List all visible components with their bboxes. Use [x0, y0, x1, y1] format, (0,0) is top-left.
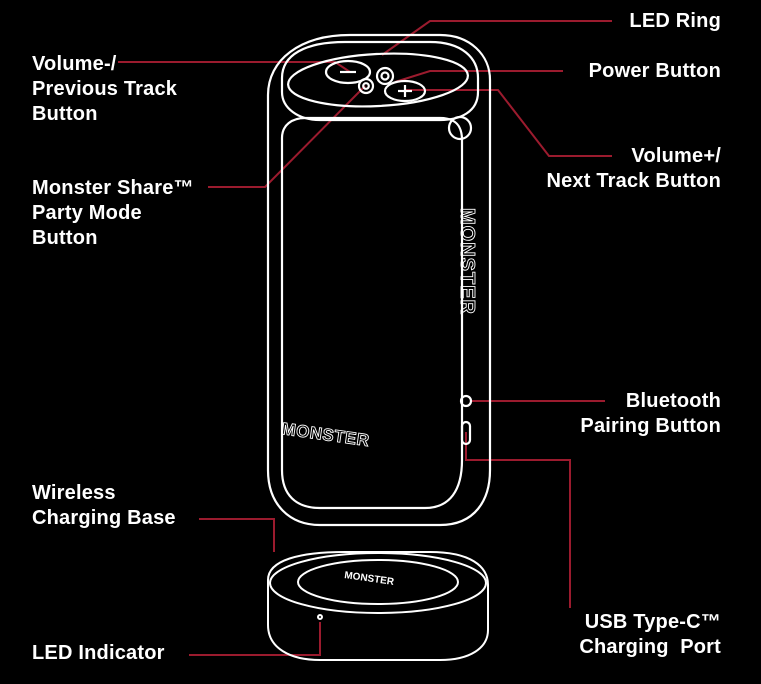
leader-usb	[465, 432, 571, 608]
leader-monster-share	[208, 85, 366, 188]
label-usb-port-line2: Charging Port	[579, 636, 721, 658]
usb-c-port	[460, 420, 472, 446]
volume-plus-button[interactable]	[383, 79, 427, 103]
led-indicator-dot	[317, 614, 323, 620]
label-volume-minus-line2: Previous Track	[32, 78, 178, 100]
lanyard-loop	[447, 115, 473, 141]
speaker-outer-shell	[266, 33, 492, 527]
leader-volume-plus	[405, 89, 612, 157]
share-icon	[362, 82, 370, 90]
base-pad	[297, 559, 459, 605]
side-brand-logo: MONSTER	[456, 208, 478, 315]
label-led-ring: LED Ring	[629, 9, 721, 34]
leader-lines	[118, 20, 612, 656]
label-usb-port-line1: USB Type-C™	[584, 611, 721, 633]
label-power-line: Power Button	[588, 60, 721, 82]
power-icon	[380, 71, 390, 81]
wireless-charging-base	[267, 551, 489, 661]
label-bluetooth-line2: Pairing Button	[580, 415, 721, 437]
speaker-front-panel	[280, 116, 464, 510]
label-volume-minus-line1: Volume-/	[32, 53, 117, 75]
led-ring	[287, 52, 469, 108]
label-monster-share-line1: Monster Share™	[32, 177, 194, 199]
label-led-indicator-line: LED Indicator	[32, 642, 165, 664]
base-top	[269, 552, 487, 614]
label-wireless-base-line1: Wireless	[32, 482, 116, 504]
volume-minus-button[interactable]	[324, 59, 372, 85]
base-brand-logo: MONSTER	[344, 570, 396, 588]
label-bluetooth-line1: Bluetooth	[625, 390, 721, 412]
label-wireless-base: Wireless Charging Base	[32, 481, 176, 531]
label-monster-share-line3: Button	[32, 227, 98, 249]
leader-led-ring	[381, 20, 612, 56]
speaker-body	[266, 33, 492, 527]
leader-wireless-base	[199, 518, 275, 552]
label-usb-port: USB Type-C™ Charging Port	[579, 610, 721, 660]
leader-led-indicator	[189, 622, 321, 656]
label-bluetooth: Bluetooth Pairing Button	[580, 389, 721, 439]
label-volume-plus: Volume+/ Next Track Button	[546, 144, 721, 194]
front-brand-logo: MONSTER	[280, 419, 370, 450]
base-outer	[267, 551, 489, 661]
leader-power	[394, 70, 563, 83]
label-led-ring-line: LED Ring	[629, 10, 721, 32]
label-volume-plus-line1: Volume+/	[631, 145, 721, 167]
label-power-button: Power Button	[589, 59, 721, 84]
monster-share-button[interactable]	[357, 77, 375, 95]
label-led-indicator: LED Indicator	[32, 641, 165, 666]
bluetooth-pairing-button[interactable]	[459, 394, 473, 408]
power-button[interactable]	[375, 66, 395, 86]
label-monster-share-line2: Party Mode	[32, 202, 142, 224]
speaker-top-cap	[280, 40, 480, 122]
label-volume-plus-line2: Next Track Button	[546, 170, 721, 192]
label-wireless-base-line2: Charging Base	[32, 507, 176, 529]
label-monster-share: Monster Share™ Party Mode Button	[32, 176, 194, 251]
label-volume-minus-line3: Button	[32, 103, 98, 125]
label-volume-minus: Volume-/ Previous Track Button	[32, 52, 177, 127]
